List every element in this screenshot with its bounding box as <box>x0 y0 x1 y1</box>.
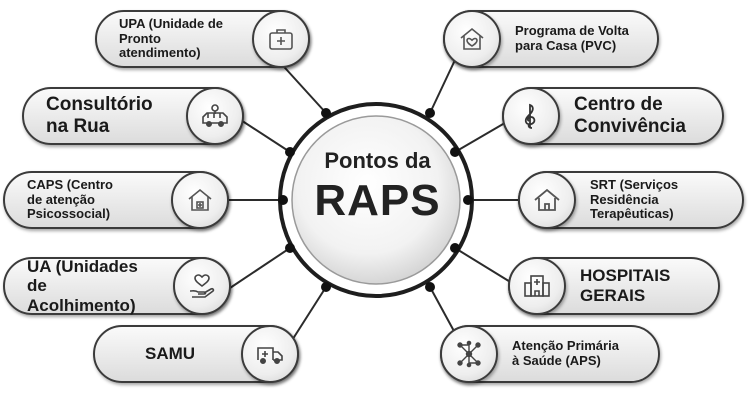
node-caps <box>278 195 288 205</box>
van-icon <box>186 87 244 145</box>
item-hospitais-label: HOSPITAIS GERAIS <box>580 266 671 305</box>
house-icon <box>518 171 576 229</box>
center-title: Pontos da RAPS <box>300 148 455 226</box>
item-aps-label: Atenção Primária à Saúde (APS) <box>512 338 619 368</box>
item-aps: Atenção Primária à Saúde (APS) <box>440 325 660 383</box>
item-caps: CAPS (Centro de atenção Psicossocial) <box>3 171 229 229</box>
ring-nodes <box>278 108 473 292</box>
hospital-icon <box>508 257 566 315</box>
node-consultorio <box>285 147 295 157</box>
node-convivencia <box>450 147 460 157</box>
house-plus-icon <box>171 171 229 229</box>
item-samu: SAMU <box>93 325 299 383</box>
item-srt-label: SRT (Serviços Residência Terapêuticas) <box>590 176 679 222</box>
item-ua-label: UA (Unidades de Acolhimento) <box>27 256 138 315</box>
item-caps-label: CAPS (Centro de atenção Psicossocial) <box>27 176 113 222</box>
center-inner-disc <box>291 115 461 285</box>
item-consultorio: Consultório na Rua <box>22 87 244 145</box>
first-aid-kit-icon <box>252 10 310 68</box>
node-srt <box>463 195 473 205</box>
center-title-line1: Pontos da <box>324 148 431 173</box>
item-convivencia-label: Centro de Convivência <box>574 94 686 137</box>
item-srt: SRT (Serviços Residência Terapêuticas) <box>518 171 744 229</box>
node-ua <box>285 243 295 253</box>
item-convivencia: Centro de Convivência <box>502 87 724 145</box>
item-pvc: Programa de Volta para Casa (PVC) <box>443 10 659 68</box>
node-hospitais <box>450 243 460 253</box>
item-pvc-label: Programa de Volta para Casa (PVC) <box>515 23 629 53</box>
item-samu-label: SAMU <box>145 344 196 364</box>
network-people-icon <box>440 325 498 383</box>
house-heart-icon <box>443 10 501 68</box>
item-consultorio-label: Consultório na Rua <box>46 94 153 137</box>
node-upa <box>321 108 331 118</box>
treble-clef-icon <box>502 87 560 145</box>
item-hospitais: HOSPITAIS GERAIS <box>508 257 720 315</box>
hand-heart-icon <box>173 257 231 315</box>
node-aps <box>425 282 435 292</box>
node-pvc <box>425 108 435 118</box>
item-upa-label: UPA (Unidade de Pronto atendimento) <box>119 15 224 61</box>
item-upa: UPA (Unidade de Pronto atendimento) <box>95 10 310 68</box>
item-ua: UA (Unidades de Acolhimento) <box>3 257 231 315</box>
center-title-line2: RAPS <box>314 176 441 225</box>
ambulance-icon <box>241 325 299 383</box>
node-samu <box>321 282 331 292</box>
